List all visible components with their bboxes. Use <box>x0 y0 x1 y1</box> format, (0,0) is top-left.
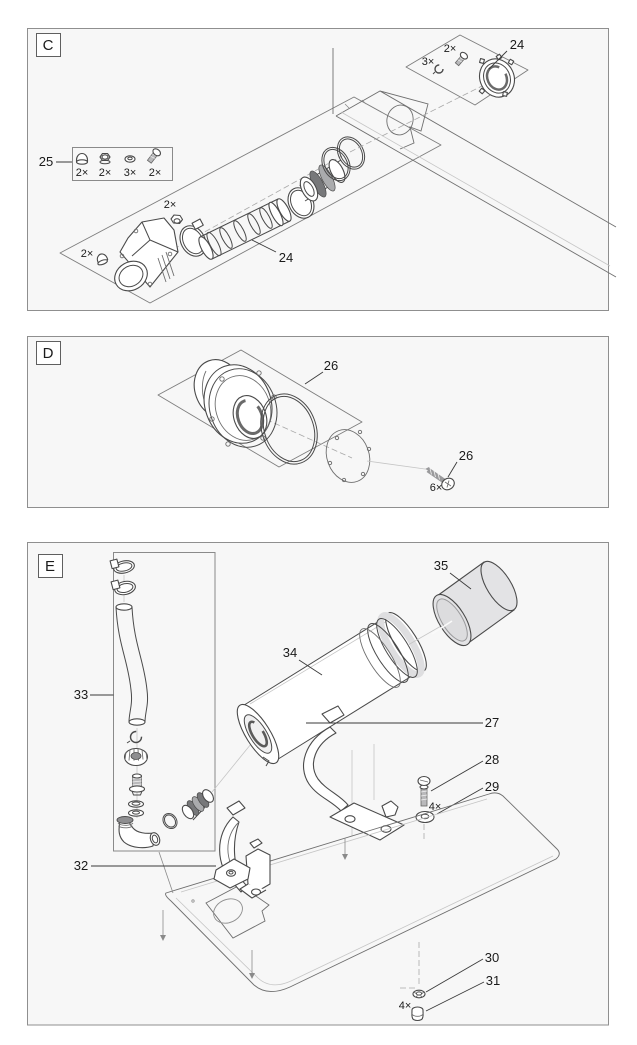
callout-34: 34 <box>283 645 297 660</box>
rubber-foot-31: 4× 31 <box>399 973 500 1022</box>
threaded-ring-nut <box>478 53 516 98</box>
seal-washers <box>127 800 145 817</box>
elbow-fitting <box>116 816 161 849</box>
bolt-icon <box>146 148 162 164</box>
panel-e-label-box: E <box>38 554 63 578</box>
lock-nut-icon <box>99 152 111 165</box>
cap-nut-icon <box>75 152 89 165</box>
callout-24-ring: 24 <box>510 37 524 52</box>
qty-ring-clip: 3× <box>422 56 435 68</box>
kit-qty-washer: 3× <box>124 167 137 179</box>
reactor-body-34: 34 <box>236 612 427 767</box>
o-ring-small <box>162 812 178 830</box>
washer-icon <box>124 155 136 163</box>
dome-flange <box>193 359 278 448</box>
housing-cutaway <box>332 48 617 278</box>
callout-33: 33 <box>74 687 88 702</box>
callout-30: 30 <box>485 950 499 965</box>
o-ring-pair <box>321 136 366 182</box>
cap-nut-small-icon <box>96 253 109 266</box>
panel-c: C 25 2× 2× 3× <box>27 28 617 311</box>
fastener-kit-25: 25 2× 2× 3× <box>39 147 173 181</box>
qty-ring-screw: 2× <box>444 43 457 55</box>
corrugated-hose <box>198 198 292 260</box>
panel-c-label: C <box>43 37 54 54</box>
callout-27: 27 <box>485 715 499 730</box>
coupling <box>299 159 346 202</box>
hose-assembly-24: 2× 2× <box>59 96 442 304</box>
kit-qty-bolt: 2× <box>149 167 162 179</box>
screw-26 <box>425 467 455 491</box>
qty-strap-screw: 4× <box>429 801 442 813</box>
bracket-32: 32 <box>74 800 271 899</box>
ring-kit-24: 3× 2× 24 <box>405 34 529 106</box>
strap-27: 27 <box>303 705 499 841</box>
hex-nut-icon <box>170 214 184 225</box>
kit-qty-cap-nut: 2× <box>76 167 89 179</box>
strap-washer-29: 29 <box>415 779 499 842</box>
hose-kit-33: 33 <box>74 552 252 852</box>
union-nut <box>123 747 149 767</box>
hose <box>115 603 149 726</box>
hose-clamp-b <box>110 579 136 596</box>
o-ring-large <box>260 393 318 465</box>
callout-29: 29 <box>485 779 499 794</box>
panel-d: D <box>27 336 609 508</box>
panel-d-label-box: D <box>36 341 61 365</box>
callout-28: 28 <box>485 752 499 767</box>
gasket-disc <box>325 429 372 483</box>
screw-icon <box>454 51 469 67</box>
flange-assembly-26: 26 6× 26 <box>157 349 473 494</box>
panel-d-frame <box>27 336 609 508</box>
callout-32: 32 <box>74 858 88 873</box>
hose-clamp-a <box>109 558 135 574</box>
barb-fitting <box>128 773 146 796</box>
qty-screws-26: 6× <box>430 482 443 494</box>
foot-washer-30: 30 <box>412 950 499 999</box>
quick-connector <box>181 789 215 821</box>
strap-screw-28: 4× 28 <box>417 752 499 813</box>
callout-24-assembly: 24 <box>279 250 293 265</box>
panel-e: E <box>27 542 609 1026</box>
qty-pump-cap: 2× <box>81 248 94 260</box>
callout-35: 35 <box>434 558 448 573</box>
callout-25: 25 <box>39 154 53 169</box>
kit-qty-lock-nut: 2× <box>99 167 112 179</box>
qty-pump-nut: 2× <box>164 199 177 211</box>
panel-c-label-box: C <box>36 33 61 57</box>
circlip-icon <box>432 64 444 75</box>
qty-rubber-foot: 4× <box>399 1000 412 1012</box>
pump-outlet <box>114 217 179 292</box>
end-cap-35: 35 <box>407 558 518 647</box>
callout-26-flange: 26 <box>324 358 338 373</box>
panel-e-label: E <box>45 558 55 575</box>
callout-31: 31 <box>486 973 500 988</box>
callout-26-screw: 26 <box>459 448 473 463</box>
circlip-small <box>126 730 143 744</box>
panel-d-label: D <box>43 345 54 362</box>
